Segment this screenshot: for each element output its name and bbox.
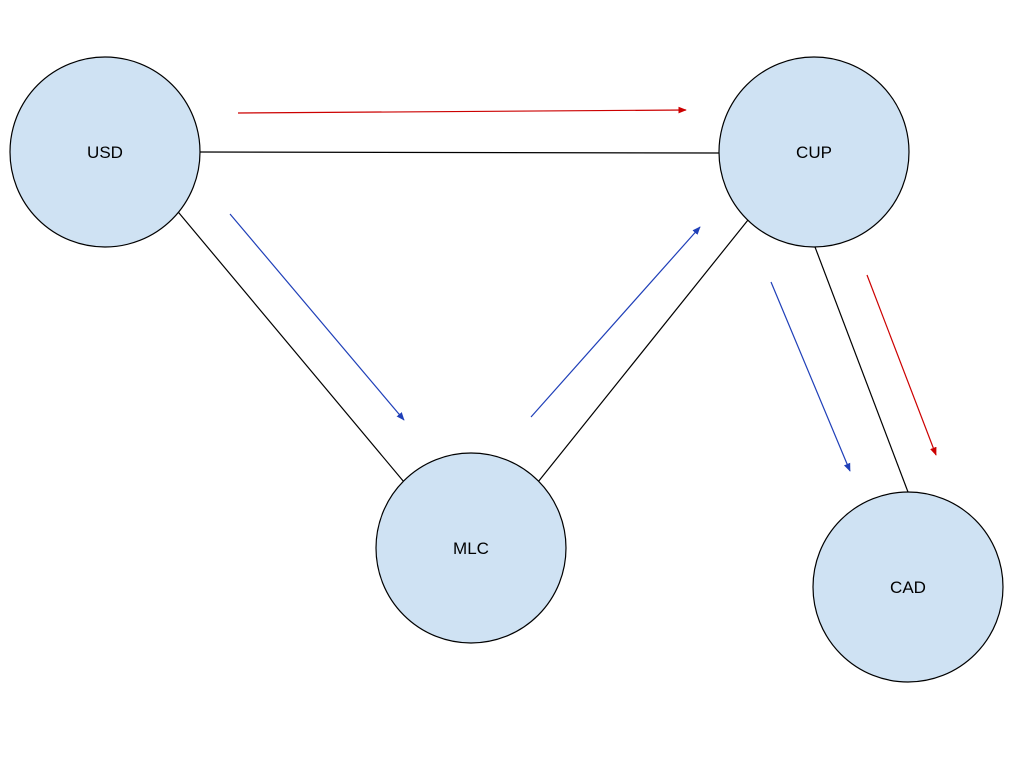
node-usd: USD <box>9 56 201 248</box>
flow-arrow-mlc-to-cup-blue <box>530 226 701 418</box>
edge-usd-cup <box>199 151 720 154</box>
node-usd-circle <box>9 56 201 248</box>
flow-arrow-usd-to-cup-red <box>237 106 687 114</box>
edge-cup-cad <box>814 246 909 493</box>
flows <box>229 106 937 472</box>
node-cup: CUP <box>718 56 910 248</box>
node-cad-label: CAD <box>890 578 926 597</box>
node-mlc-label: MLC <box>453 539 489 558</box>
flow-arrow-usd-to-mlc-blue <box>229 213 405 421</box>
flow-arrow-cup-to-cad-red <box>866 274 937 456</box>
flow-arrow-cup-to-cad-blue <box>770 281 851 472</box>
node-mlc-circle <box>375 452 567 644</box>
node-usd-label: USD <box>87 143 123 162</box>
edge-mlc-cup <box>537 219 749 483</box>
node-cup-label: CUP <box>796 143 832 162</box>
edges <box>173 151 909 493</box>
node-cad-circle <box>812 491 1004 683</box>
node-cup-circle <box>718 56 910 248</box>
node-cad: CAD <box>812 491 1004 683</box>
node-mlc: MLC <box>375 452 567 644</box>
edge-usd-mlc <box>173 206 405 483</box>
